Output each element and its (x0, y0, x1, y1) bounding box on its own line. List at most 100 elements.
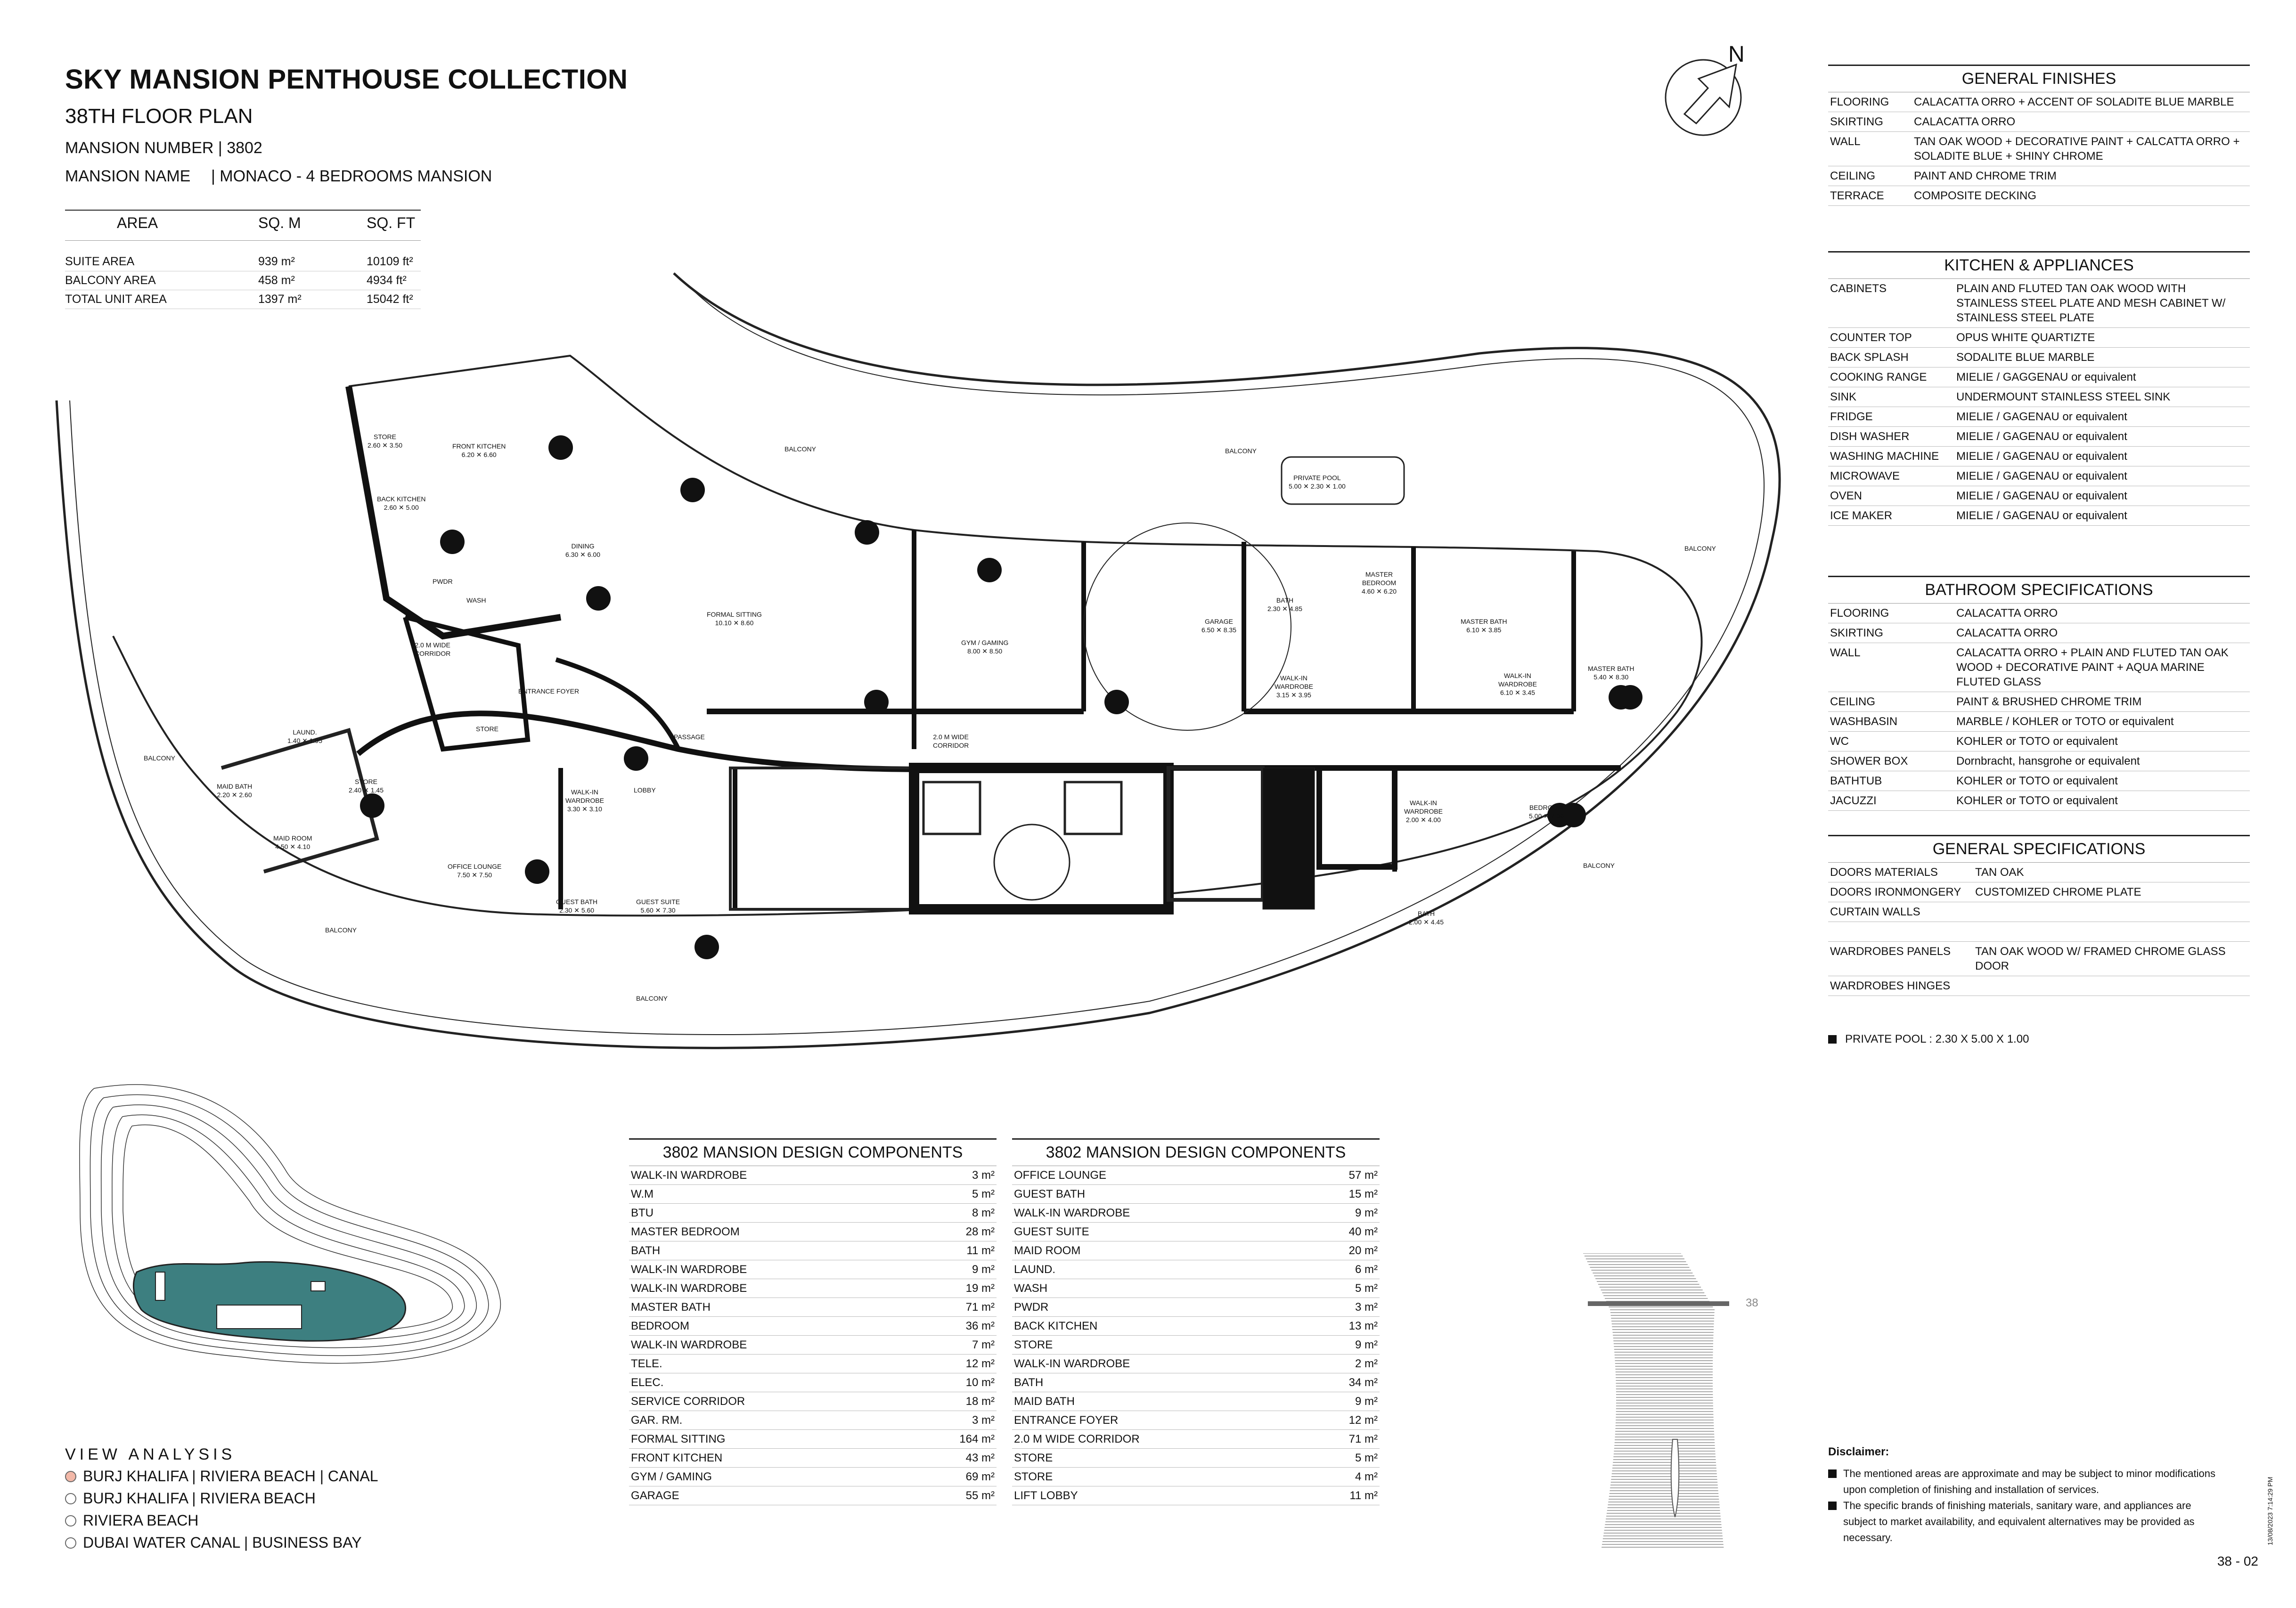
area-name: SUITE AREA (65, 240, 258, 271)
component-area: 5 m² (1305, 1448, 1380, 1468)
plan-label-balcony: BALCONY (325, 926, 357, 934)
view-option-4[interactable]: DUBAI WATER CANAL | BUSINESS BAY (65, 1534, 362, 1551)
spec-key: CABINETS (1828, 279, 1954, 328)
component-area: 55 m² (922, 1486, 997, 1505)
component-area: 9 m² (1305, 1335, 1380, 1355)
spec-value: MIELIE / GAGENAU or equivalent (1954, 426, 2250, 447)
disclaimer-text: The mentioned areas are approximate and … (1843, 1468, 2215, 1495)
spec-value: UNDERMOUNT STAINLESS STEEL SINK (1954, 387, 2250, 407)
radio-icon (65, 1537, 76, 1549)
component-area: 11 m² (922, 1241, 997, 1260)
view-option-3[interactable]: RIVIERA BEACH (65, 1512, 198, 1529)
component-name: WALK-IN WARDROBE (629, 1279, 922, 1298)
view-option-label: DUBAI WATER CANAL | BUSINESS BAY (83, 1534, 362, 1551)
component-area: 3 m² (922, 1166, 997, 1185)
component-name: LIFT LOBBY (1012, 1486, 1305, 1505)
table-row: WARDROBES HINGES (1828, 976, 2250, 996)
plan-label-balcony: BALCONY (1225, 447, 1257, 455)
spec-key: SKIRTING (1828, 623, 1954, 643)
plan-label-entrance-foyer: ENTRANCE FOYER (518, 687, 580, 695)
spec-value: TAN OAK WOOD W/ FRAMED CHROME GLASS DOOR (1973, 941, 2250, 976)
elevation-floor-label: 38 (1746, 1297, 1758, 1309)
design-components-table-left: 3802 MANSION DESIGN COMPONENTS WALK-IN W… (629, 1138, 997, 1505)
component-name: BEDROOM (629, 1316, 922, 1336)
component-name: PWDR (1012, 1298, 1305, 1317)
plan-label-passage: PASSAGE (674, 733, 705, 741)
disclaimer-item: The specific brands of finishing materia… (1828, 1498, 2219, 1546)
component-name: 2.0 M WIDE CORRIDOR (1012, 1429, 1305, 1449)
view-option-1[interactable]: BURJ KHALIFA | RIVIERA BEACH | CANAL (65, 1468, 378, 1485)
component-area: 69 m² (922, 1467, 997, 1486)
bullet-square-icon (1828, 1469, 1837, 1478)
general-finishes-title: GENERAL FINISHES (1828, 65, 2250, 92)
area-name: BALCONY AREA (65, 271, 258, 290)
mansion-name-line: MANSION NAME| MONACO - 4 BEDROOMS MANSIO… (65, 167, 492, 186)
plan-label-pwdr: PWDR (433, 578, 453, 585)
component-name: STORE (1012, 1467, 1305, 1486)
spec-value: TAN OAK (1973, 863, 2250, 882)
plan-label-lobby: LOBBY (634, 786, 656, 794)
spec-key: CURTAIN WALLS (1828, 902, 1973, 922)
plan-label-wash: WASH (466, 596, 486, 604)
spec-value: KOHLER or TOTO or equivalent (1954, 791, 2250, 811)
spec-key: COOKING RANGE (1828, 367, 1954, 387)
spec-value: PAINT & BRUSHED CHROME TRIM (1954, 692, 2250, 712)
area-sqft: 15042 ft² (367, 290, 421, 309)
component-area: 11 m² (1305, 1486, 1380, 1505)
spec-key: FLOORING (1828, 604, 1954, 623)
mansion-name-label: MANSION NAME (65, 167, 191, 185)
spec-key: CEILING (1828, 692, 1954, 712)
view-option-2[interactable]: BURJ KHALIFA | RIVIERA BEACH (65, 1490, 316, 1507)
component-name: GUEST SUITE (1012, 1222, 1305, 1241)
area-header: AREA (65, 210, 258, 241)
component-name: WALK-IN WARDROBE (629, 1335, 922, 1355)
area-name: TOTAL UNIT AREA (65, 290, 258, 309)
general-specs-title: GENERAL SPECIFICATIONS (1828, 835, 2250, 863)
spec-value: PAINT AND CHROME TRIM (1912, 166, 2250, 186)
tower-elevation (1583, 1253, 1729, 1548)
spec-key: WC (1828, 731, 1954, 751)
disclaimer-item: The mentioned areas are approximate and … (1828, 1466, 2219, 1498)
component-area: 36 m² (922, 1316, 997, 1336)
spec-value: MIELIE / GAGENAU or equivalent (1954, 407, 2250, 427)
component-name: GARAGE (629, 1486, 922, 1505)
spec-key: CEILING (1828, 166, 1912, 186)
spec-value: SODALITE BLUE MARBLE (1954, 347, 2250, 367)
spec-key: DISH WASHER (1828, 426, 1954, 447)
spec-key (1828, 922, 1973, 942)
spec-key: BACK SPLASH (1828, 347, 1954, 367)
bullet-square-icon (1828, 1502, 1837, 1510)
component-name: TELE. (629, 1354, 922, 1373)
spec-value (1973, 922, 2250, 942)
